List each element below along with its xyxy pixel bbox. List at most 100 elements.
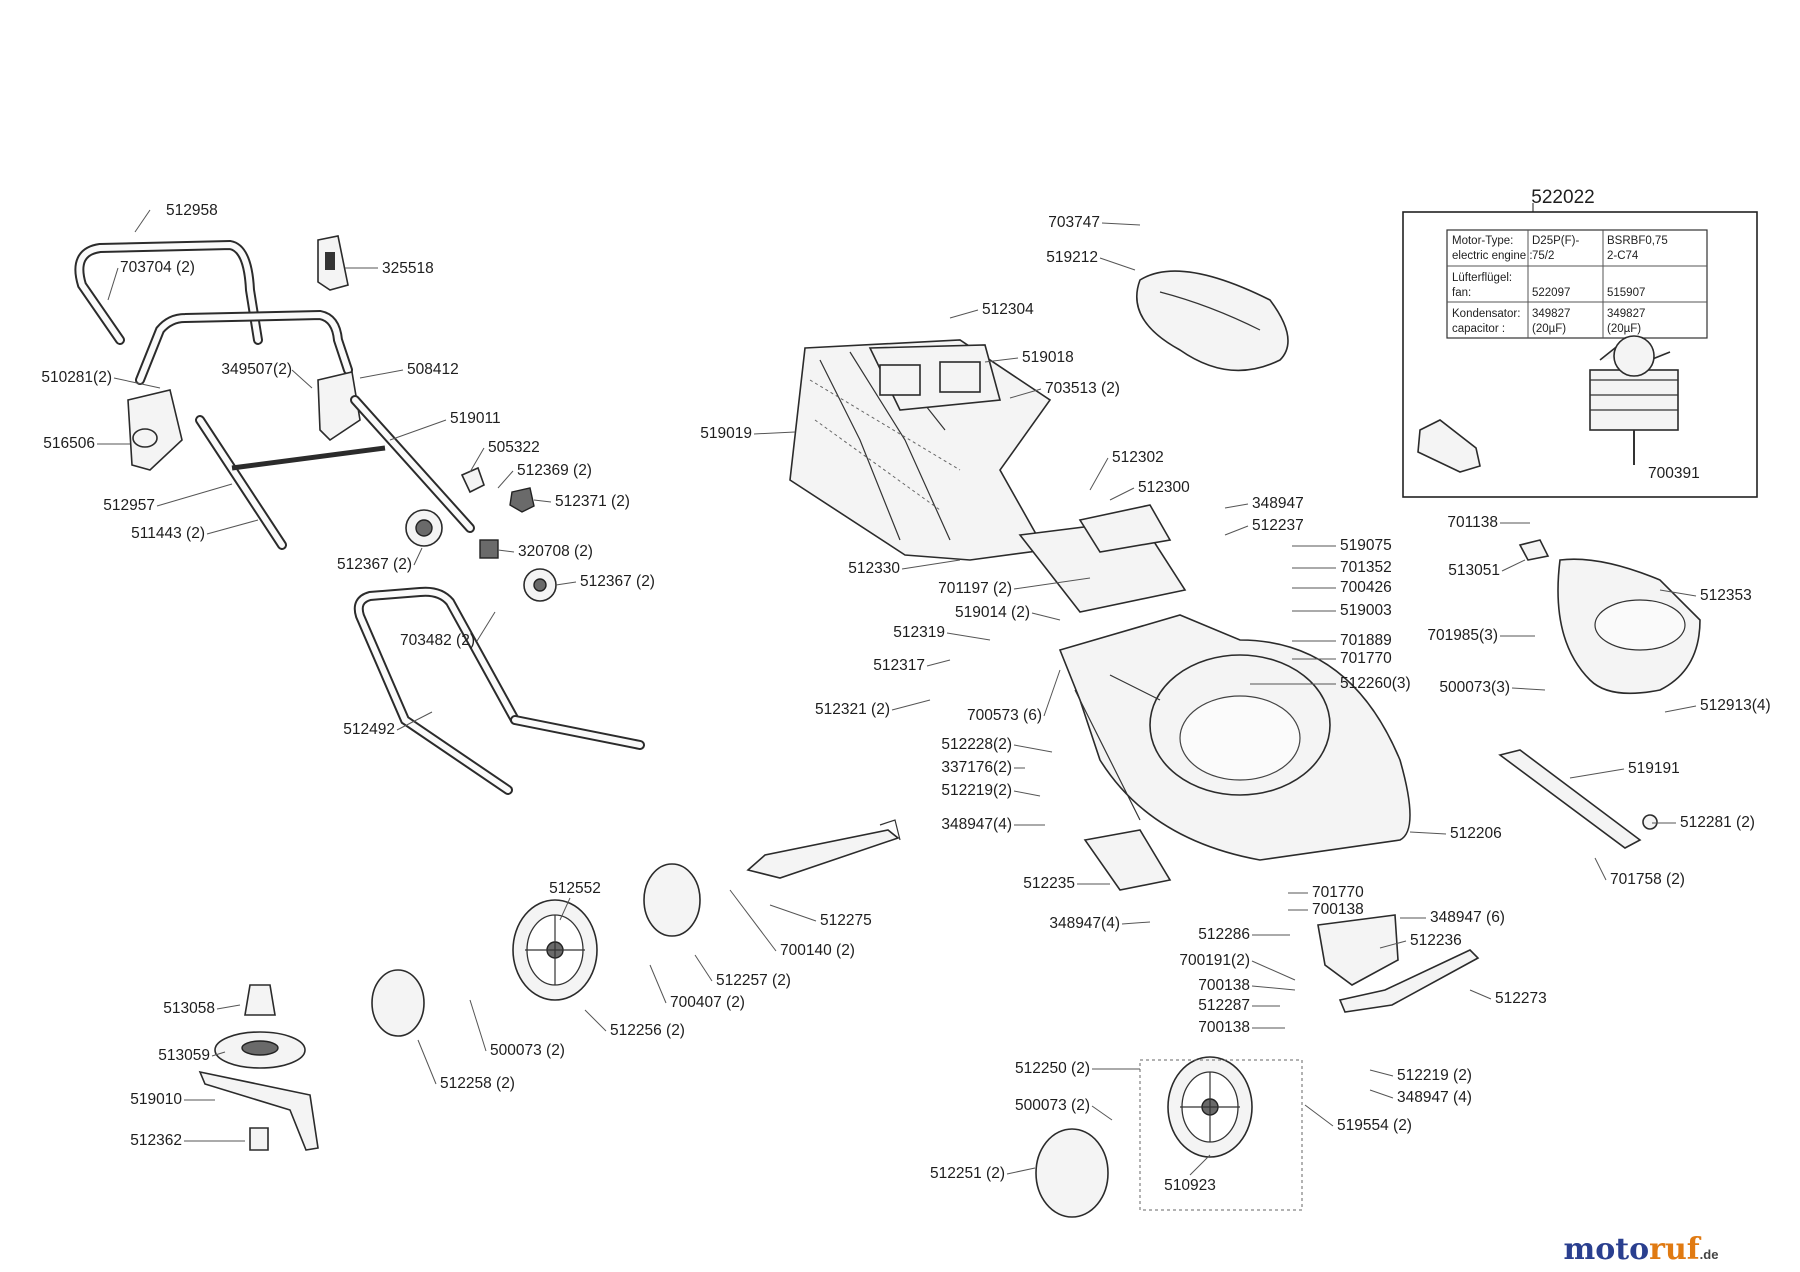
leader-line [291,369,313,389]
part-label-511443: 511443 (2) [131,525,205,542]
part-label-519018: 519018 [1022,349,1074,366]
handle-cord-clip [317,235,349,291]
height-adjust-lever [1317,914,1480,1013]
motor-table-cell: 349827 [1532,308,1570,320]
part-label-700138b: 700138 [1198,977,1250,994]
leader-line [1009,388,1042,399]
part-label-513058: 513058 [163,1000,215,1017]
part-label-703747: 703747 [1048,214,1100,231]
part-label-512258: 512258 (2) [440,1075,515,1092]
part-label-519003: 519003 [1340,602,1392,619]
part-label-512552: 512552 [549,880,601,897]
part-label-519014: 519014 (2) [955,604,1030,621]
leader-line [1121,921,1151,925]
part-label-700138a: 700138 [1312,901,1364,918]
leader-line [497,470,514,489]
part-label-510281: 510281(2) [41,369,112,386]
leader-line [533,499,552,503]
fan-cowl [1557,558,1701,695]
rear-wheel [1035,1056,1303,1218]
part-label-519075: 519075 [1340,537,1392,554]
part-label-500073b: 500073(3) [1439,679,1510,696]
motor-table-cell: capacitor : [1452,323,1505,335]
part-label-512287: 512287 [1198,997,1250,1014]
leader-line [469,999,487,1052]
part-label-700140: 700140 (2) [780,942,855,959]
part-label-512958: 512958 [166,202,218,219]
motor-table-cell: 522097 [1532,287,1570,299]
mower-blade [198,1070,319,1151]
part-label-512302: 512302 [1112,449,1164,466]
part-label-701352: 701352 [1340,559,1392,576]
upper-handle-bar [74,239,353,385]
leader-line [216,1004,241,1010]
leader-line [1379,940,1407,949]
leader-line [649,964,667,1004]
part-label-512219b: 512219 (2) [1397,1067,1472,1084]
part-label-512235: 512235 [1023,875,1075,892]
leader-line [156,483,233,507]
watermark-suffix: .de [1700,1247,1719,1262]
leader-line [476,611,496,642]
part-label-701770b: 701770 [1312,884,1364,901]
motor-table-cell: (20µF) [1607,323,1641,335]
part-label-349507: 349507(2) [221,361,292,378]
part-label-703482: 703482 (2) [400,632,475,649]
leader-line [1224,503,1249,509]
part-label-325518: 325518 [382,260,434,277]
leader-line [1569,768,1625,779]
part-label-510923: 510923 [1164,1177,1216,1194]
part-label-512228: 512228(2) [941,736,1012,753]
leader-line [946,632,991,641]
leader-line [1089,457,1109,491]
part-label-512492: 512492 [343,721,395,738]
part-label-512371: 512371 (2) [555,493,630,510]
leader-line [584,1009,607,1032]
part-label-512304: 512304 [982,301,1034,318]
leader-line [1091,1105,1113,1121]
part-label-512913: 512913(4) [1700,697,1771,714]
part-label-512206: 512206 [1450,825,1502,842]
leader-line [1031,612,1061,621]
leader-line [555,581,577,586]
part-label-701758: 701758 (2) [1610,871,1685,888]
part-label-512219a: 512219(2) [941,782,1012,799]
part-label-701985: 701985(3) [1427,627,1498,644]
part-label-348947c: 348947(4) [1049,915,1120,932]
leader-line [359,369,404,379]
leader-line [1099,257,1136,271]
leader-line [753,431,796,435]
leader-line [1511,687,1546,691]
part-label-512317: 512317 [873,657,925,674]
part-label-512281: 512281 (2) [1680,814,1755,831]
part-label-701197: 701197 (2) [938,580,1012,597]
part-label-700191: 700191(2) [1179,952,1250,969]
part-label-348947d: 348947 (6) [1430,909,1505,926]
part-label-519011: 519011 [450,410,501,427]
part-label-348947e: 348947 (4) [1397,1089,1472,1106]
part-label-519554: 519554 (2) [1337,1117,1412,1134]
motor-table-cell: 515907 [1607,287,1645,299]
leader-line [1369,1089,1394,1099]
leader-line [413,547,423,566]
part-label-701138: 701138 [1447,514,1498,531]
bottom-handle [353,586,645,795]
rear-axle-bracket [1083,829,1172,891]
motor-table-cell: 349827 [1607,308,1645,320]
leader-line [1664,705,1697,713]
leader-line [1013,790,1041,797]
part-label-508412: 508412 [407,361,459,378]
motor-table-cell: electric engine : [1452,250,1533,262]
watermark-text-a: moto [1564,1232,1650,1267]
motor-table-cell: Lüfterflügel: [1452,272,1512,284]
part-label-512286: 512286 [1198,926,1250,943]
leader-line [417,1039,437,1085]
catcher-frame [868,344,1002,411]
wing-nut [460,466,535,513]
leader-line [211,1051,226,1057]
part-label-700407: 700407 (2) [670,994,745,1011]
part-label-512369: 512369 (2) [517,462,592,479]
leader-line [497,549,515,553]
part-label-700426: 700426 [1340,579,1392,596]
